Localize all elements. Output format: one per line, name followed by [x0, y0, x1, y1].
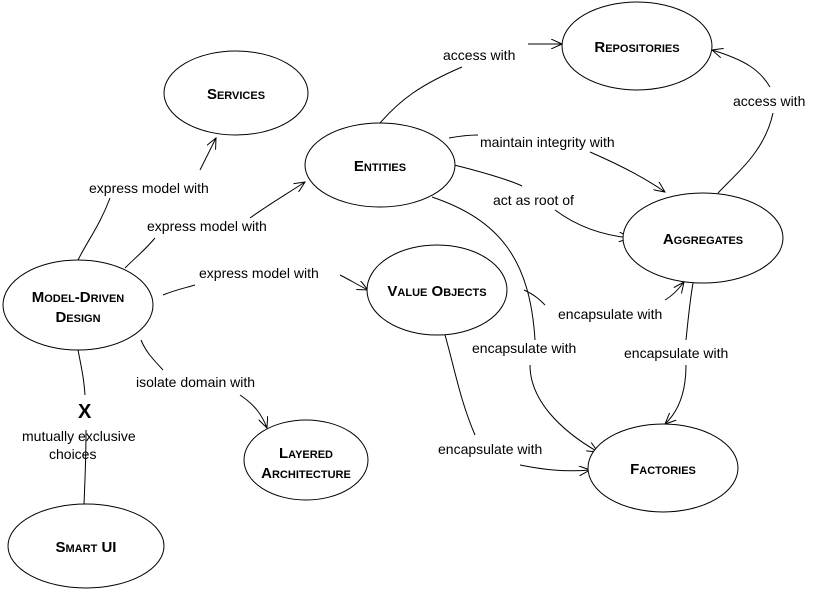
edge-label: isolate domain with	[136, 374, 255, 390]
edge-mdd-services	[77, 197, 111, 261]
edge-value-objects-factories	[444, 334, 476, 436]
edge-mdd-entities	[124, 237, 156, 269]
edge-label: access with	[443, 47, 515, 63]
edge-label: encapsulate with	[624, 345, 728, 361]
edge-label: encapsulate with	[472, 340, 576, 356]
node-label: Architecture	[261, 465, 351, 482]
edge-entities-aggregates-integrity	[448, 134, 479, 139]
node-label: Repositories	[594, 39, 679, 56]
edge-label: mutually exclusive	[22, 428, 136, 444]
edge-label: choices	[49, 446, 96, 462]
edge-entities-factories-arrow	[529, 364, 598, 452]
edge-entities-aggregates-root	[453, 164, 523, 187]
edge-value-objects-factories-arrow	[519, 464, 590, 471]
node-model-driven-design[interactable]: Model-Driven Design	[2, 259, 154, 351]
edge-mdd-layered	[140, 339, 164, 371]
edge-label: express model with	[147, 218, 267, 234]
edge-mdd-layered-arrow	[239, 394, 267, 428]
node-label: Services	[207, 86, 265, 103]
node-factories[interactable]: Factories	[587, 423, 739, 513]
edge-label: maintain integrity with	[480, 134, 615, 150]
edge-entities-aggregates-root-arrow	[554, 209, 630, 238]
edge-value-objects-aggregates-arrow	[664, 282, 684, 301]
node-repositories[interactable]: Repositories	[561, 1, 713, 91]
node-label: Design	[55, 309, 100, 326]
edge-label: encapsulate with	[558, 306, 662, 322]
edge-aggregates-repositories-arrow	[712, 50, 771, 88]
edge-aggregates-factories	[685, 282, 694, 341]
edge-mdd-value-objects-arrow	[339, 274, 368, 290]
node-label: Smart UI	[56, 539, 117, 556]
edge-label: express model with	[89, 180, 209, 196]
node-smart-ui[interactable]: Smart UI	[7, 503, 165, 589]
edge-label: act as root of	[493, 192, 574, 208]
edge-mdd-entities-arrow	[249, 182, 305, 219]
node-layered-architecture[interactable]: Layered Architecture	[243, 419, 369, 501]
mutually-exclusive-x-mark: X	[78, 401, 92, 423]
node-services[interactable]: Services	[163, 50, 309, 136]
edge-mdd-exclusive	[77, 349, 86, 396]
edge-aggregates-factories-arrow	[665, 364, 687, 424]
node-aggregates[interactable]: Aggregates	[622, 192, 784, 284]
node-label: Layered	[279, 445, 333, 462]
edge-labels: express model with express model with ex…	[22, 47, 805, 462]
edge-entities-repositories	[379, 66, 463, 124]
edge-mdd-value-objects	[162, 284, 196, 296]
node-label: Aggregates	[663, 231, 743, 248]
node-label: Entities	[354, 158, 406, 175]
edge-entities-aggregates-integrity-arrow	[589, 151, 665, 192]
node-label: Factories	[630, 461, 696, 478]
edge-value-objects-aggregates	[523, 289, 546, 306]
edge-label: encapsulate with	[438, 441, 542, 457]
node-value-objects[interactable]: Value Objects	[366, 244, 508, 336]
node-label: Model-Driven	[32, 289, 125, 306]
edge-entities-factories	[431, 196, 536, 341]
edge-label: access with	[733, 93, 805, 109]
edge-label: express model with	[199, 265, 319, 281]
edge-exclusive-smart-ui	[83, 429, 87, 505]
node-entities[interactable]: Entities	[304, 122, 456, 208]
edge-mdd-services-arrow	[199, 138, 216, 171]
edge-aggregates-repositories	[717, 112, 774, 194]
node-label: Value Objects	[387, 283, 486, 300]
